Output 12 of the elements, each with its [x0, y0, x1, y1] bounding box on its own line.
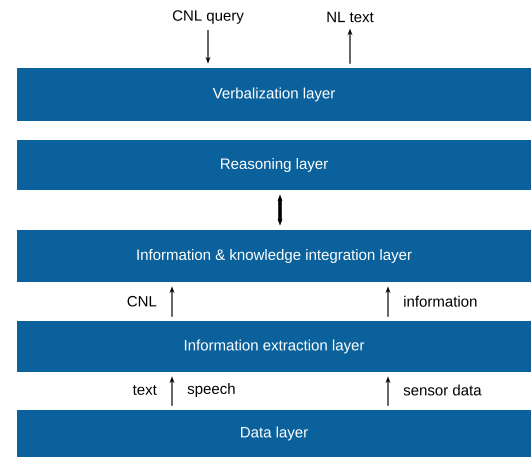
input-output-label: CNL query — [172, 10, 244, 24]
layer-band: Information extraction layer — [17, 320, 531, 372]
edge-label: text — [132, 385, 157, 395]
layer-band: Data layer — [17, 410, 531, 457]
edge-label: sensor data — [404, 384, 482, 396]
arrow-label: speech — [188, 383, 235, 397]
edge-label: information — [404, 296, 476, 307]
input-output-label: NL text — [327, 12, 374, 22]
layer-band: Reasoning layer — [17, 140, 531, 190]
layer-band: Verbalization layer — [17, 68, 531, 121]
layer-band: Information & knowledge integration layer — [17, 230, 531, 282]
edge-label: CNL — [128, 296, 156, 307]
